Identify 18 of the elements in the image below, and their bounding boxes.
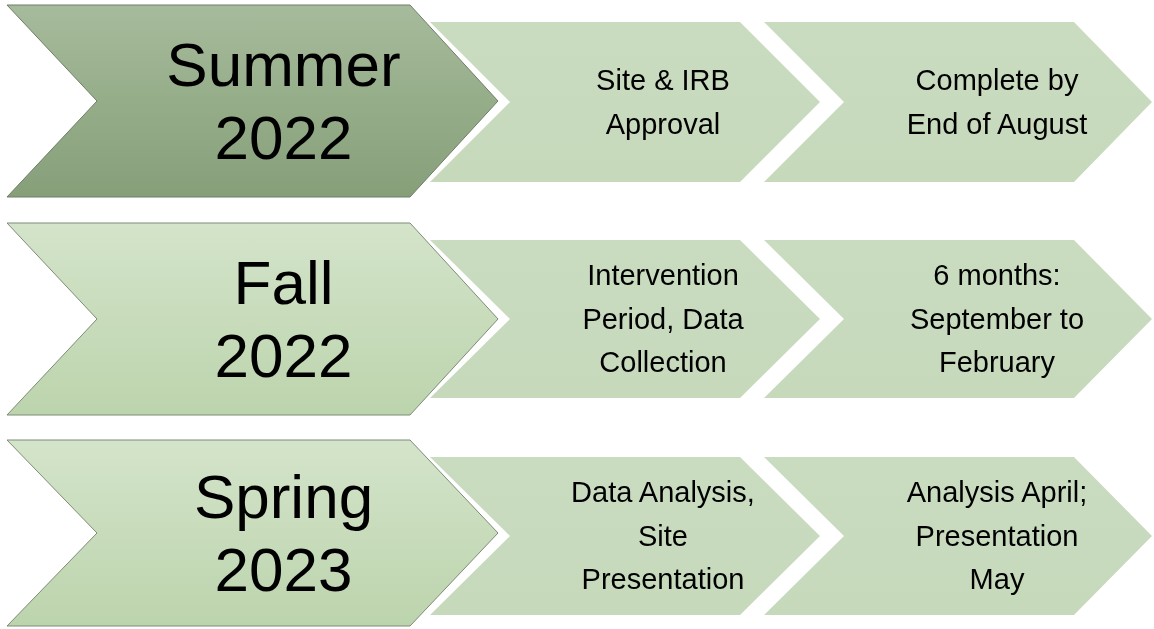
step-text: Site & IRB Approval	[595, 62, 731, 142]
chevron-banner	[7, 5, 498, 197]
chevron-banner	[7, 223, 498, 415]
step-text: Intervention Period, Data Collection	[581, 257, 745, 380]
chevron-banner	[764, 240, 1152, 398]
period-heading: Fall 2022	[214, 246, 353, 392]
step-text: 6 months: September to February	[908, 257, 1086, 380]
chevron-banner	[7, 440, 498, 626]
step-text: Data Analysis, Site Presentation	[570, 474, 756, 597]
chevron-banner	[430, 22, 820, 182]
step-text: Analysis April; Presentation May	[905, 474, 1089, 597]
chevron-banner	[764, 457, 1152, 615]
period-heading: Spring 2023	[193, 460, 374, 606]
chevron-banner	[764, 22, 1152, 182]
chevron-banner	[430, 457, 820, 615]
chevron-banner	[430, 240, 820, 398]
period-heading: Summer 2022	[166, 28, 401, 174]
step-text: Complete by End of August	[905, 62, 1089, 142]
